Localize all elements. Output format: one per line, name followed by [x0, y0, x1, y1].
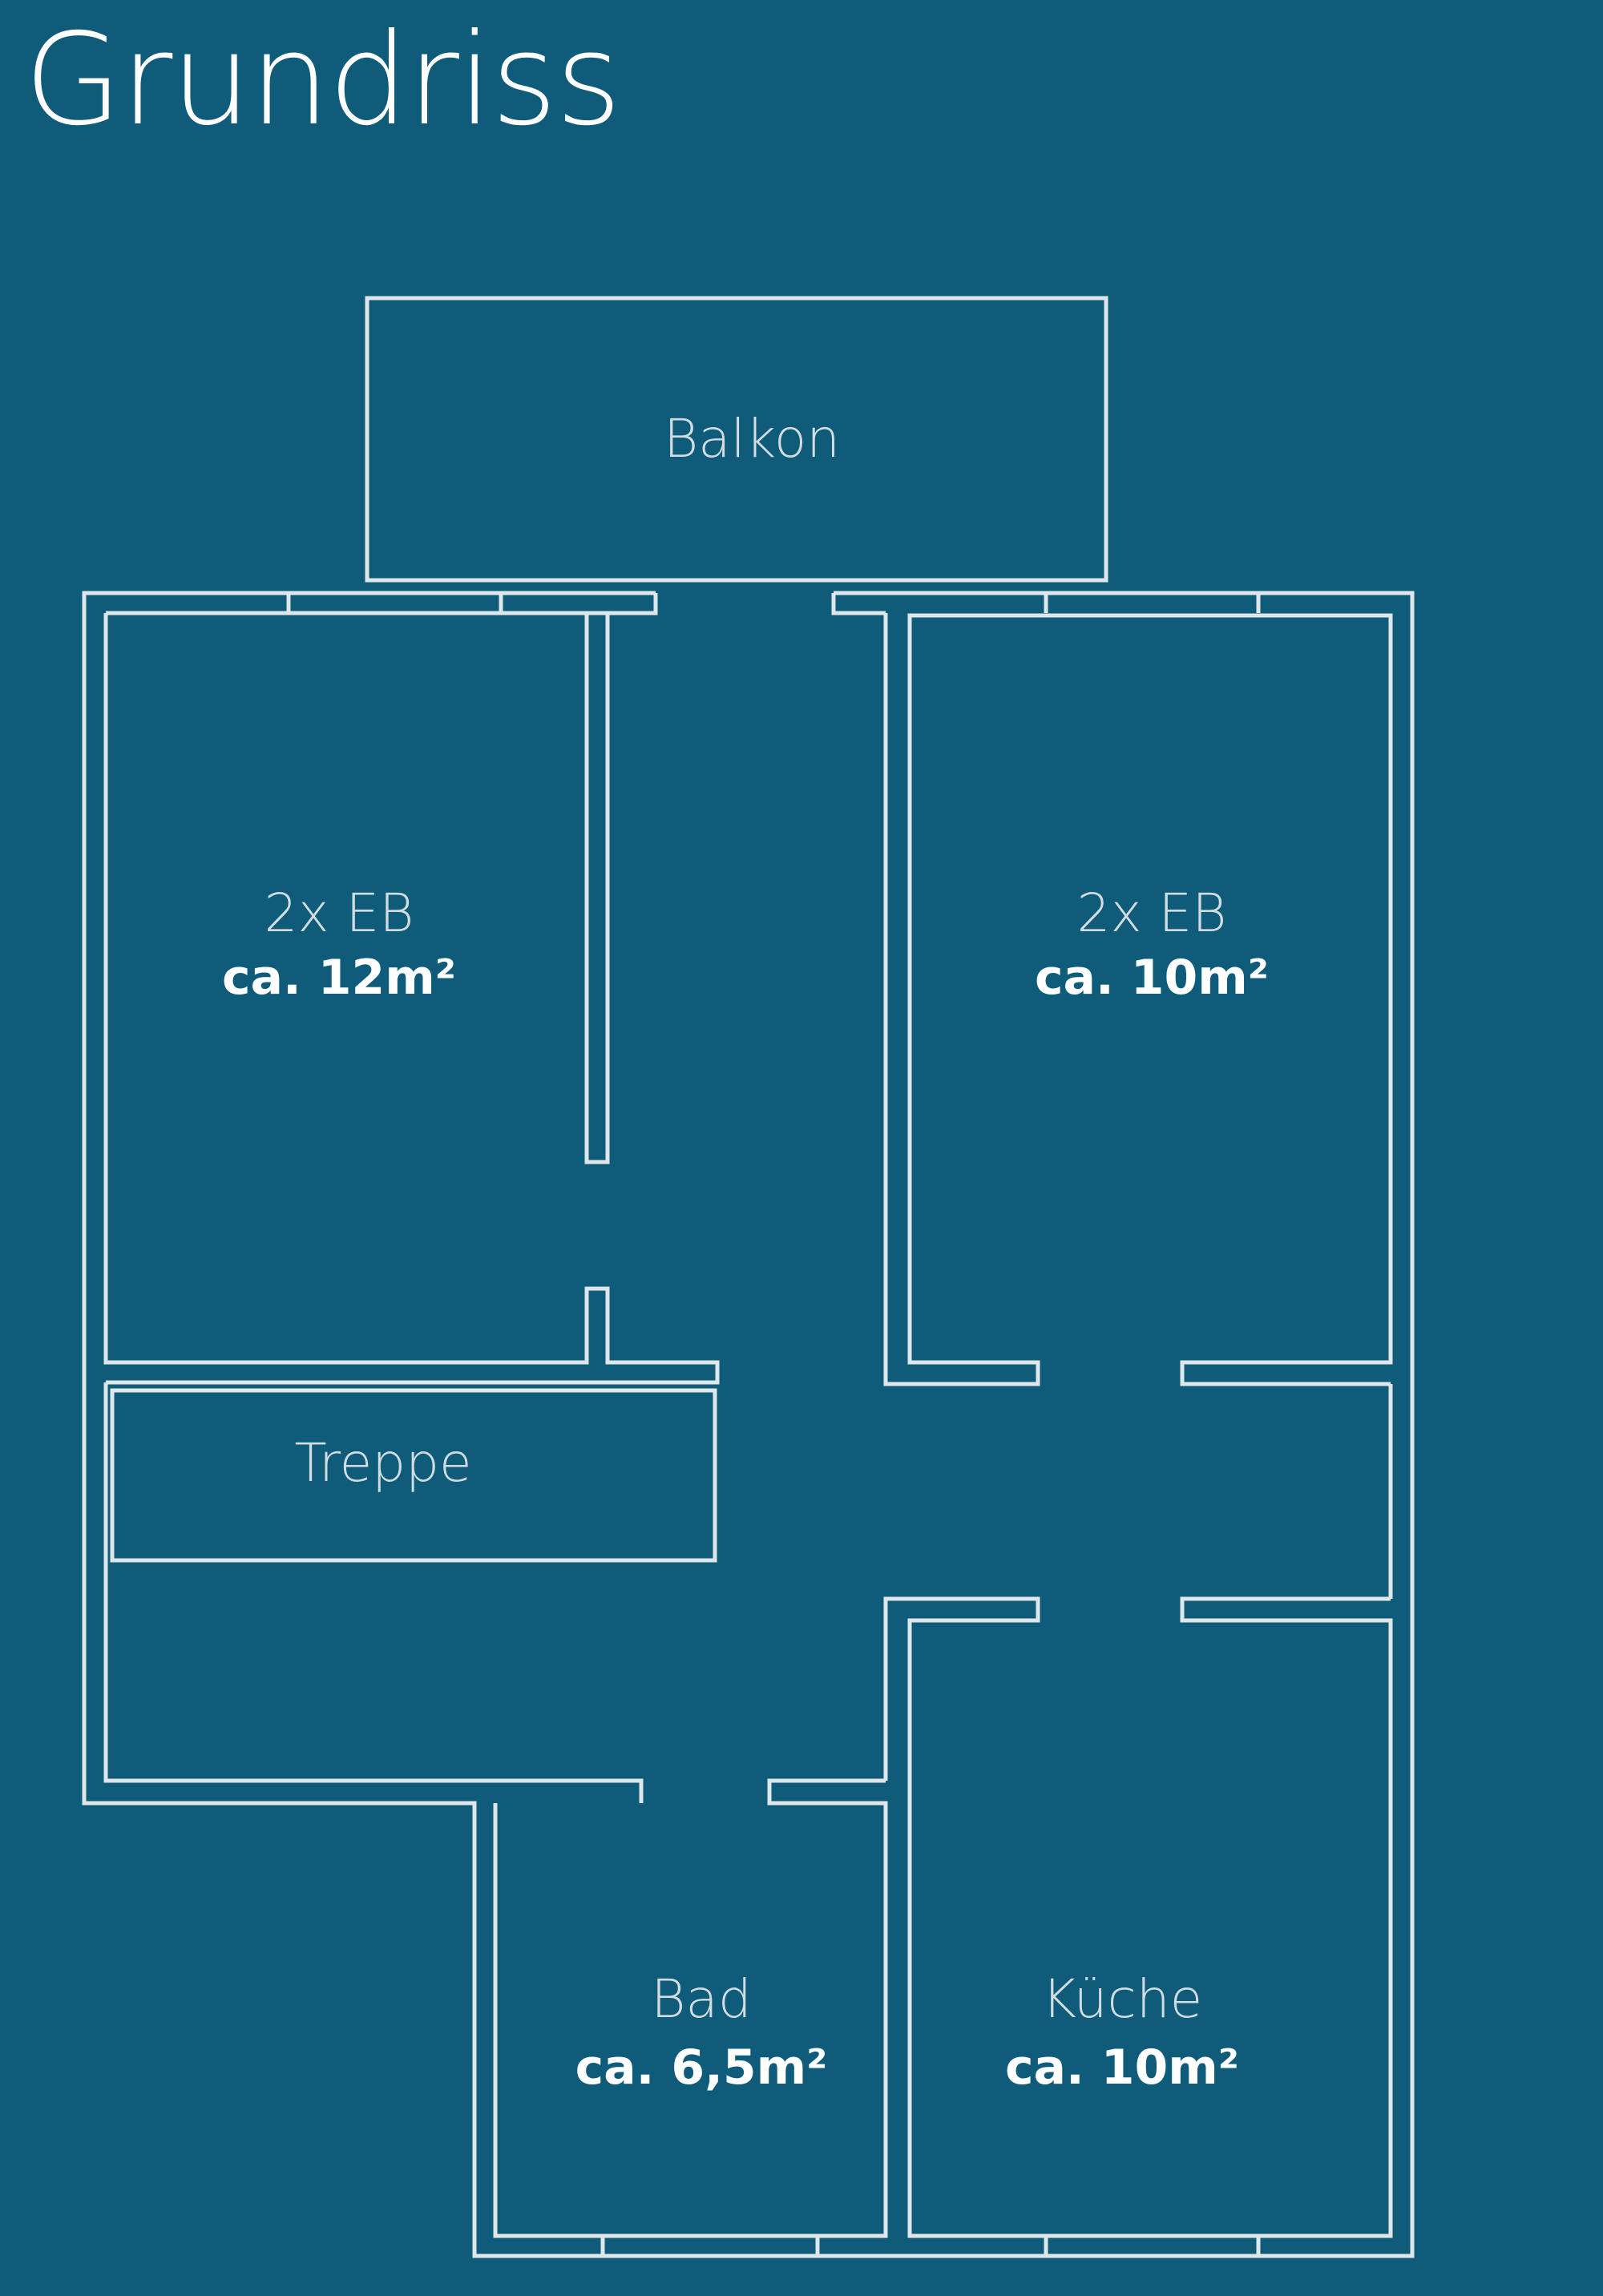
- label-bathroom-area: ca. 6,5m²: [575, 2040, 828, 2096]
- bedroom-left-partition: [584, 613, 610, 1164]
- label-balcony: Balkon: [664, 408, 840, 470]
- label-bedroom-left-name: 2x EB: [264, 882, 414, 944]
- outer-wall-top-left-inner: [106, 593, 658, 615]
- bathroom-walls: [493, 1778, 888, 2238]
- hall-lower-wall: [103, 1382, 644, 1803]
- bedroom-left-walls: [103, 613, 720, 1385]
- label-kitchen-area: ca. 10m²: [1005, 2040, 1239, 2096]
- room-bedroom-right: [883, 613, 1393, 1386]
- balcony: [365, 296, 1108, 583]
- stairs-outline: [110, 1388, 717, 1563]
- bedroom-right-walls: [883, 613, 1393, 1386]
- label-kitchen-name: Küche: [1042, 1968, 1203, 2030]
- label-bedroom-right-name: 2x EB: [1077, 882, 1227, 944]
- page-title: Grundriss: [24, 6, 621, 154]
- label-bedroom-left-area: ca. 12m²: [222, 950, 456, 1006]
- outer-wall-left-outer: [82, 591, 1415, 2258]
- room-kitchen: [883, 1596, 1393, 2238]
- label-bedroom-right-area: ca. 10m²: [1035, 950, 1269, 1006]
- outer-wall: [82, 591, 1415, 2258]
- kitchen-walls: [883, 1596, 1393, 2238]
- label-stairs: Treppe: [294, 1432, 471, 1494]
- room-stairs: [110, 1388, 717, 1563]
- label-bathroom-name: Bad: [651, 1968, 752, 2030]
- balcony-outline: [365, 296, 1108, 583]
- room-bedroom-left: [103, 613, 720, 1385]
- outer-wall-top-right-inner: [831, 593, 886, 615]
- room-bathroom: [493, 1778, 888, 2238]
